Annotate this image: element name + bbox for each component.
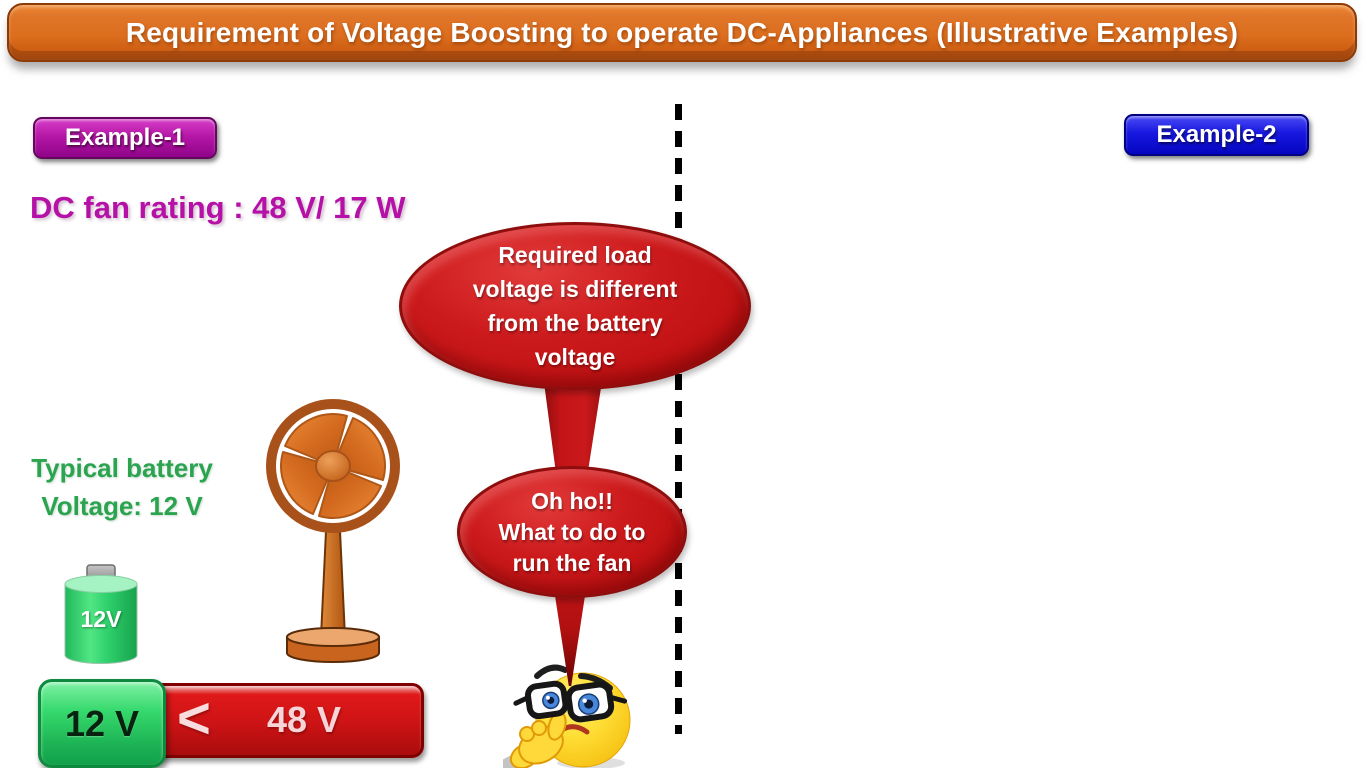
battery-voltage-label: 12V — [80, 606, 122, 632]
load-voltage-bar: < 48 V — [148, 683, 424, 758]
small-speech-bubble: Oh ho!! What to do to run the fan — [457, 466, 687, 598]
thinking-face-with-glasses-icon — [503, 664, 631, 768]
large-speech-bubble: Required load voltage is different from … — [399, 222, 751, 390]
dashed-separator — [675, 104, 682, 734]
title-banner: Requirement of Voltage Boosting to opera… — [7, 3, 1357, 62]
small-speech-bubble-text: Oh ho!! What to do to run the fan — [498, 487, 646, 576]
battery-voltage-caption: Typical battery Voltage: 12 V — [31, 453, 213, 521]
load-voltage-value: 48 V — [267, 699, 342, 740]
large-speech-bubble-text: Required load voltage is different from … — [472, 242, 678, 370]
example-1-badge: Example-1 — [33, 117, 217, 159]
example-2-badge: Example-2 — [1124, 114, 1309, 156]
page-title: Requirement of Voltage Boosting to opera… — [125, 16, 1239, 48]
battery-voltage-box: 12 V — [38, 679, 166, 768]
battery-icon — [64, 564, 138, 664]
fan-rating-text: DC fan rating : 48 V/ 17 W — [30, 190, 406, 225]
large-bubble-tail — [543, 375, 603, 475]
less-than-sign: < — [177, 686, 211, 751]
desk-fan-icon — [266, 399, 400, 663]
